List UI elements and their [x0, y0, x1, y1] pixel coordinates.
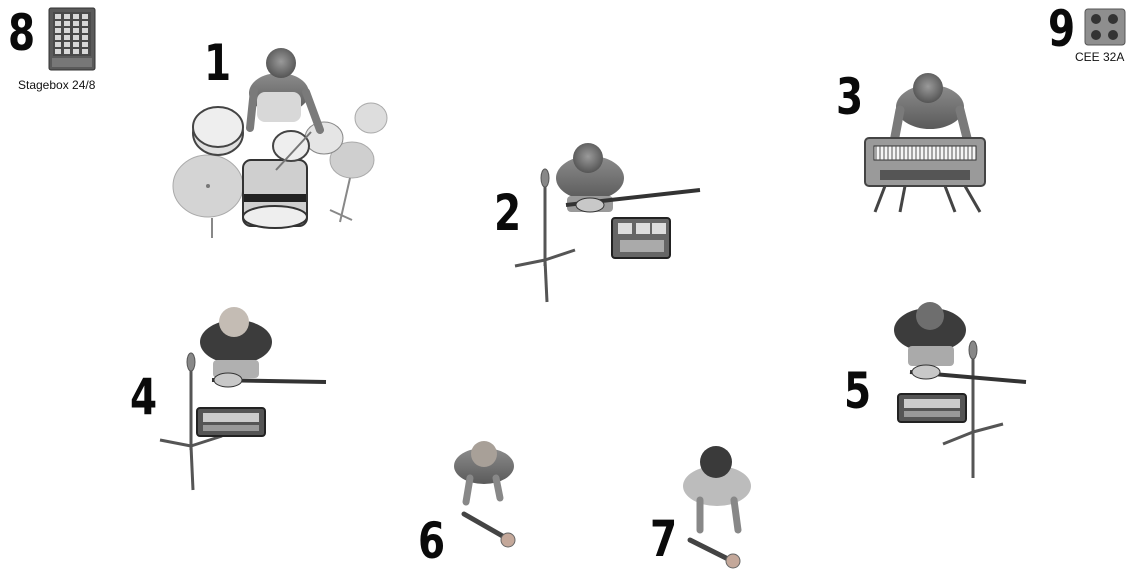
stagebox-socket — [64, 14, 70, 19]
stagebox-socket — [82, 35, 88, 40]
vocalist-2-figure — [683, 446, 751, 568]
stagebox-socket — [82, 28, 88, 33]
stagebox-socket — [55, 14, 61, 19]
stagebox-socket — [64, 28, 70, 33]
stagebox-socket — [64, 21, 70, 26]
stagebox-socket — [55, 35, 61, 40]
stagebox-socket — [64, 49, 70, 54]
stagebox-socket — [73, 14, 79, 19]
guitarist-left-figure — [160, 307, 326, 490]
stagebox-socket — [73, 21, 79, 26]
guitarist-right-figure — [894, 302, 1026, 478]
power-outlet-icon — [1085, 9, 1125, 45]
stagebox-socket — [82, 49, 88, 54]
bass-player-figure — [515, 143, 700, 302]
stagebox-socket — [55, 42, 61, 47]
stagebox-socket — [82, 14, 88, 19]
stagebox-socket — [64, 35, 70, 40]
stagebox-socket — [73, 49, 79, 54]
stagebox-socket — [55, 28, 61, 33]
stagebox-socket — [73, 28, 79, 33]
stagebox-socket — [73, 35, 79, 40]
stagebox-socket — [55, 49, 61, 54]
stagebox-socket — [82, 42, 88, 47]
stagebox-socket — [73, 42, 79, 47]
stagebox-socket — [64, 42, 70, 47]
stagebox-socket — [82, 21, 88, 26]
stagebox-icon — [49, 8, 95, 70]
keyboard-player-figure — [865, 73, 985, 212]
stagebox-socket — [55, 21, 61, 26]
vocalist-1-figure — [454, 441, 515, 547]
drummer-figure — [173, 48, 387, 238]
